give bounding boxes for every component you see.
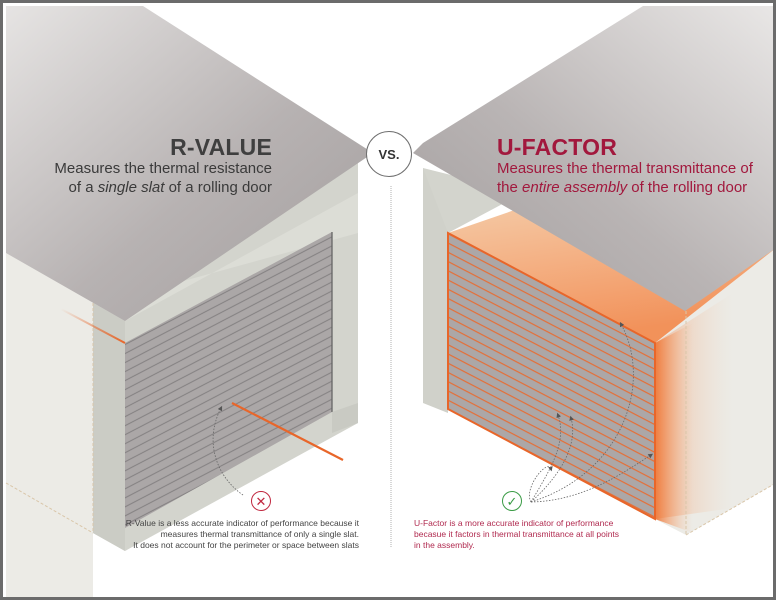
u-factor-title: U-FACTOR xyxy=(497,134,618,160)
single-slat-line xyxy=(231,402,344,461)
right-rolling-door xyxy=(448,233,655,519)
illustration xyxy=(5,6,773,597)
left-rolling-door xyxy=(125,232,332,528)
u-factor-subtitle-line1: Measures the thermal transmittance of xyxy=(497,160,753,177)
u-factor-subtitle-line2: the entire assembly of the rolling door xyxy=(497,179,748,196)
vs-badge: VS. xyxy=(366,131,412,177)
r-value-subtitle-line2: of a single slat of a rolling door xyxy=(68,179,272,196)
r-value-subtitle: Measures the thermal resistance of a sin… xyxy=(54,159,272,197)
left-building-roof xyxy=(6,6,373,321)
r-value-title: R-VALUE xyxy=(170,134,272,160)
check-circle-icon: ✓ xyxy=(502,491,522,511)
u-factor-note: U-Factor is a more accurate indicator of… xyxy=(414,518,620,550)
x-circle-icon: ✕ xyxy=(251,491,271,511)
right-building-roof xyxy=(413,6,773,311)
single-slat-emphasis: single slat xyxy=(97,179,165,196)
u-factor-subtitle: Measures the thermal transmittance of th… xyxy=(497,159,753,197)
left-arrow xyxy=(212,405,244,496)
r-value-subtitle-line1: Measures the thermal resistance xyxy=(54,160,272,177)
r-value-note: R-Value is a less accurate indicator of … xyxy=(125,518,359,550)
entire-assembly-emphasis: entire assembly xyxy=(522,179,628,196)
right-arrows xyxy=(529,321,654,503)
